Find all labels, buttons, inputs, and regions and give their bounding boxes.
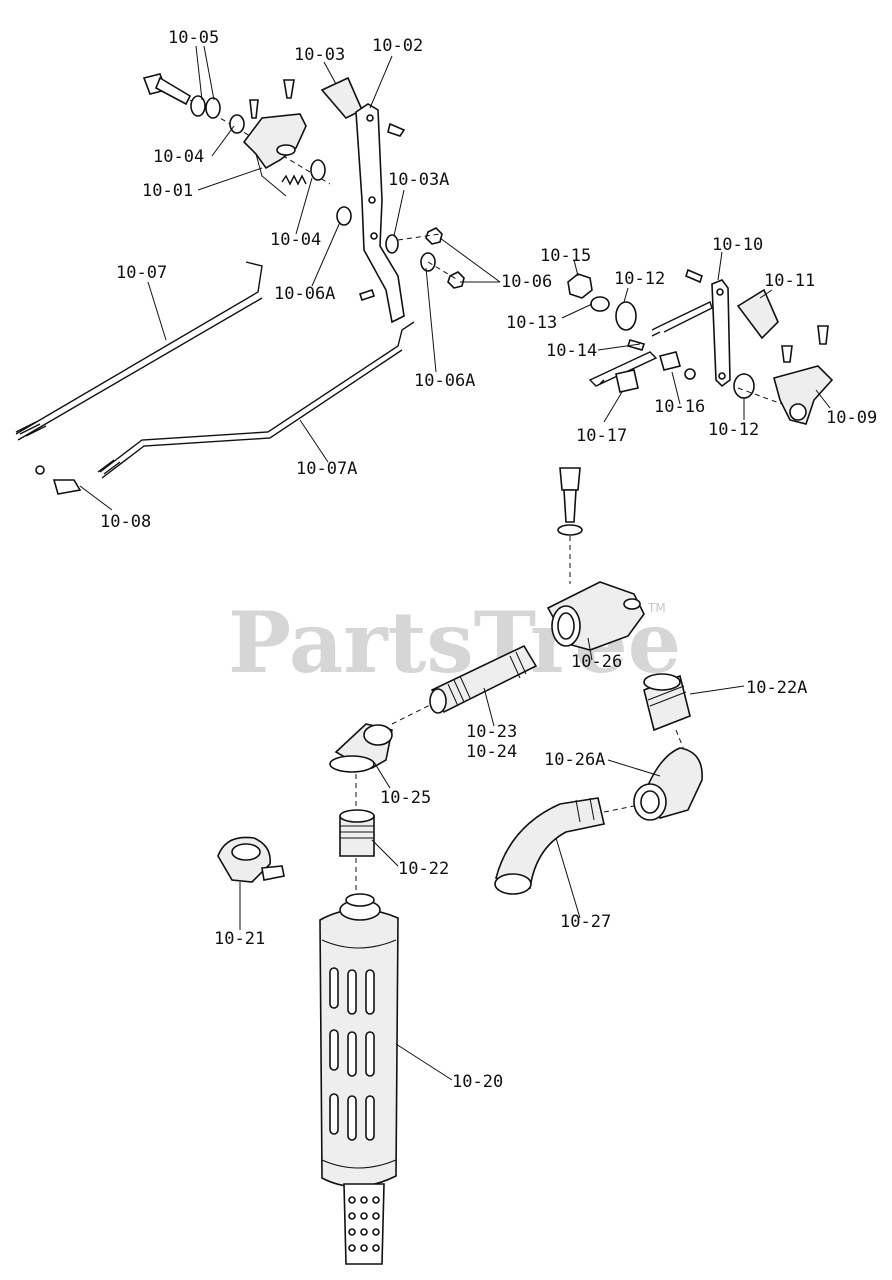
- label-10-03a: 10-03A: [388, 170, 449, 190]
- control-rod: [15, 261, 263, 435]
- rod-end: [52, 479, 82, 495]
- pivot-rod: [659, 301, 713, 333]
- label-10-07: 10-07: [116, 263, 167, 283]
- label-10-22a: 10-22A: [746, 678, 807, 698]
- washer: [310, 159, 326, 181]
- watermark-trademark: TM: [647, 601, 666, 615]
- label-10-12-bottom: 10-12: [708, 420, 759, 440]
- label-10-06a-right: 10-06A: [414, 371, 475, 391]
- tail-pipe: [343, 1183, 385, 1265]
- washer: [590, 296, 610, 312]
- link-rod: [588, 351, 658, 387]
- label-10-23: 10-23: [466, 722, 517, 742]
- label-10-01: 10-01: [142, 181, 193, 201]
- label-10-17: 10-17: [576, 426, 627, 446]
- control-rod-lower: [99, 321, 415, 473]
- label-10-13: 10-13: [506, 313, 557, 333]
- label-10-08: 10-08: [100, 512, 151, 532]
- label-10-04-bottom: 10-04: [270, 230, 321, 250]
- washer: [615, 301, 637, 331]
- label-10-10: 10-10: [712, 235, 763, 255]
- label-10-14: 10-14: [546, 341, 597, 361]
- washer: [336, 206, 352, 226]
- clip: [659, 351, 681, 371]
- label-10-26: 10-26: [571, 652, 622, 672]
- label-10-06: 10-06: [501, 272, 552, 292]
- label-10-07a: 10-07A: [296, 459, 357, 479]
- label-10-22: 10-22: [398, 859, 449, 879]
- label-10-12-top: 10-12: [614, 269, 665, 289]
- lever-assembly-left: [15, 73, 465, 495]
- nut: [567, 273, 593, 299]
- lever-assembly-right: [567, 268, 834, 425]
- exhaust-assembly: [217, 467, 703, 1265]
- label-10-24: 10-24: [466, 742, 517, 762]
- washer: [229, 114, 245, 134]
- lever-knob: [736, 288, 779, 340]
- label-10-26a: 10-26A: [544, 750, 605, 770]
- label-10-09: 10-09: [826, 408, 877, 428]
- label-10-05: 10-05: [168, 28, 219, 48]
- bolt: [142, 73, 192, 106]
- clip: [615, 369, 639, 393]
- spacer: [190, 95, 206, 117]
- label-10-06a-left: 10-06A: [274, 284, 335, 304]
- label-10-16: 10-16: [654, 397, 705, 417]
- label-10-27: 10-27: [560, 912, 611, 932]
- label-10-15: 10-15: [540, 246, 591, 266]
- pivot-bracket: [773, 365, 834, 425]
- mounting-bracket: [242, 113, 307, 170]
- spring: [281, 174, 307, 186]
- spacer: [205, 97, 221, 119]
- leader-lines: [79, 45, 831, 1081]
- label-10-21: 10-21: [214, 929, 265, 949]
- bent-tail-pipe: [495, 797, 605, 890]
- part-labels: 10-05 10-03 10-02 10-04 10-01 10-03A 10-…: [100, 28, 877, 1092]
- label-10-25: 10-25: [380, 788, 431, 808]
- label-10-20: 10-20: [452, 1072, 503, 1092]
- label-10-02: 10-02: [372, 36, 423, 56]
- label-10-04-top: 10-04: [153, 147, 204, 167]
- bolt: [559, 467, 581, 491]
- label-10-11: 10-11: [764, 271, 815, 291]
- label-10-03: 10-03: [294, 45, 345, 65]
- washer: [733, 373, 755, 399]
- throttle-lever: [355, 103, 405, 324]
- shift-lever: [711, 279, 731, 388]
